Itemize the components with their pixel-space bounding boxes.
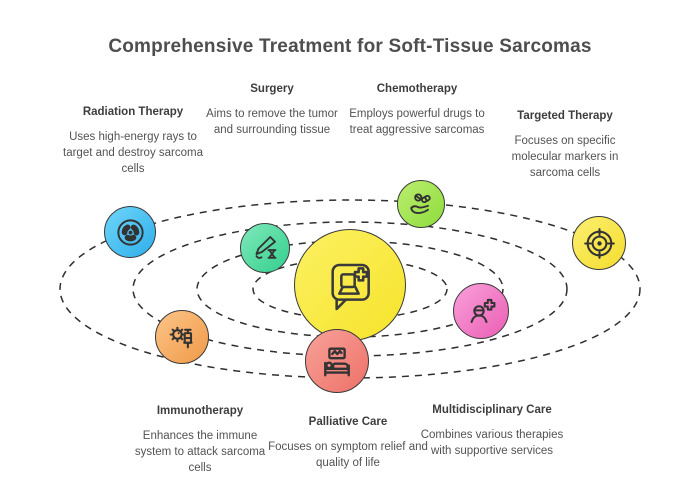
treatment-title: Chemotherapy xyxy=(376,83,458,95)
treatment-description: Focuses on specific molecular markers in… xyxy=(511,135,619,179)
chemotherapy-label: Chemotherapy Employs powerful drugs to t… xyxy=(342,83,492,139)
targeted-therapy-label: Targeted Therapy Focuses on specific mol… xyxy=(490,110,640,182)
palliative-care-node xyxy=(305,329,369,393)
radiation-therapy-node xyxy=(104,206,156,258)
treatment-description: Aims to remove the tumor and surrounding… xyxy=(206,108,338,136)
care-team-icon xyxy=(470,298,495,323)
palliative-care-label: Palliative Care Focuses on symptom relie… xyxy=(268,416,428,472)
treatment-title: Targeted Therapy xyxy=(517,110,613,122)
page-title: Comprehensive Treatment for Soft-Tissue … xyxy=(108,36,592,57)
multidisciplinary-care-node xyxy=(453,283,509,339)
treatment-description: Focuses on symptom relief and quality of… xyxy=(268,441,428,469)
central-node xyxy=(294,229,406,341)
orbit-2 xyxy=(196,240,504,338)
treatment-title: Radiation Therapy xyxy=(82,106,184,118)
chemotherapy-node xyxy=(397,180,445,228)
surgery-node xyxy=(240,223,290,273)
hospital-bed-icon xyxy=(324,347,350,377)
treatment-description: Employs powerful drugs to treat aggressi… xyxy=(349,108,485,136)
immunotherapy-label: Immunotherapy Enhances the immune system… xyxy=(125,405,275,477)
multidisciplinary-care-label: Multidisciplinary Care Combines various … xyxy=(417,404,567,460)
treatment-title: Immunotherapy xyxy=(156,405,244,417)
surgery-label: Surgery Aims to remove the tumor and sur… xyxy=(197,83,347,139)
treatment-description: Combines various therapies with supporti… xyxy=(420,429,564,457)
treatment-description: Enhances the immune system to attack sar… xyxy=(134,430,266,474)
target-icon xyxy=(583,227,615,259)
treatment-title: Palliative Care xyxy=(308,416,388,428)
radiation-icon xyxy=(116,218,144,246)
treatment-description: Uses high-energy rays to target and dest… xyxy=(63,131,203,175)
treatment-title: Multidisciplinary Care xyxy=(432,404,552,416)
pills-in-hand-icon xyxy=(410,193,431,214)
scalpel-icon xyxy=(255,236,277,259)
virus-syringe-icon xyxy=(169,326,193,348)
immunotherapy-node xyxy=(155,310,209,364)
radiation-therapy-label: Radiation Therapy Uses high-energy rays … xyxy=(53,106,213,178)
medical-consultation-icon xyxy=(331,263,370,311)
targeted-therapy-node xyxy=(572,216,626,270)
treatment-title: Surgery xyxy=(250,83,294,95)
